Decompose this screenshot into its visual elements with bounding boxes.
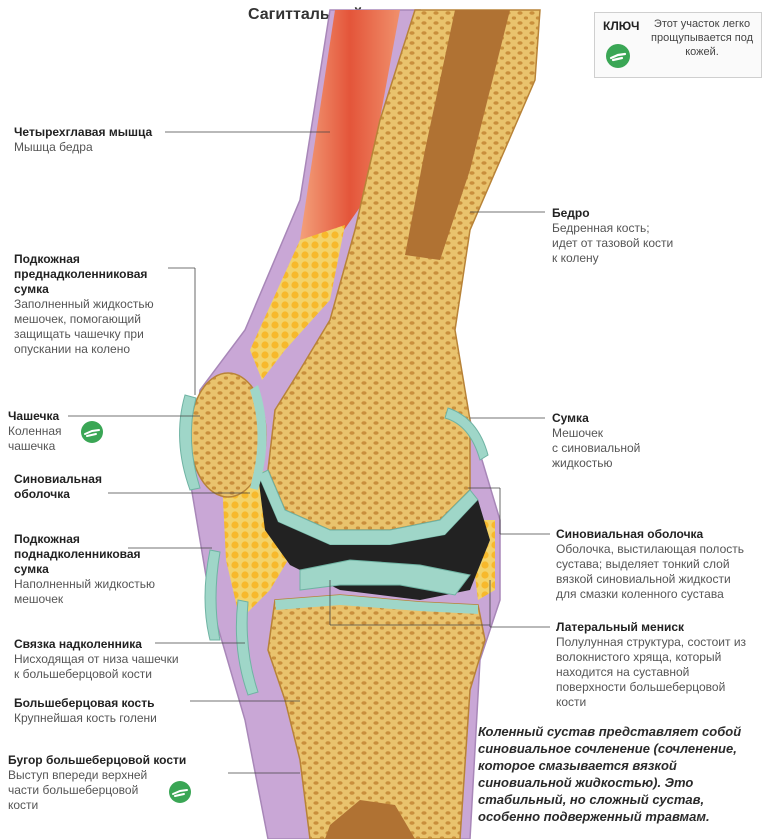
label-synovial-membrane-left: Синовиальная оболочка xyxy=(14,472,102,501)
label-bursa: Сумка Мешочек с синовиальной жидкостью xyxy=(552,411,641,470)
label-infrapatellar-bursa: Подкожная поднадколенниковая сумка Напол… xyxy=(14,532,156,606)
tibia-marrow xyxy=(325,800,415,839)
hand-touch-icon xyxy=(606,44,630,68)
fat-pad-upper xyxy=(250,225,345,380)
infrapatellar-bursa xyxy=(204,549,221,641)
label-patellar-ligament: Связка надколенника Нисходящая от низа ч… xyxy=(14,637,179,681)
quadriceps-muscle xyxy=(300,10,400,250)
key-label: КЛЮЧ xyxy=(603,19,640,33)
label-prepatellar-bursa: Подкожная преднадколенниковая сумка Запо… xyxy=(14,252,154,356)
femur-marrow xyxy=(405,10,510,260)
tibia-cartilage xyxy=(275,595,478,614)
label-lateral-meniscus: Латеральный мениск Полулунная структура,… xyxy=(556,620,747,709)
hand-touch-icon xyxy=(81,421,103,443)
meniscus xyxy=(299,559,471,596)
label-quadriceps: Четырехглавая мышца Мышца бедра xyxy=(14,125,153,154)
leader-lines xyxy=(68,131,550,774)
ligament-bursa xyxy=(235,599,259,696)
hand-touch-icon xyxy=(169,781,191,803)
key-text: Этот участок легко прощупывается под кож… xyxy=(651,18,753,58)
tibia-bone xyxy=(267,594,486,839)
prepatellar-bursa xyxy=(179,394,201,491)
patella-cartilage xyxy=(250,385,267,490)
label-tibial-tuberosity: Бугор большеберцовой кости Выступ вперед… xyxy=(8,753,187,812)
summary-note: Коленный сустав представляет собой синов… xyxy=(478,724,742,824)
label-synovial-membrane-right: Синовиальная оболочка Оболочка, выстилаю… xyxy=(556,527,744,601)
posterior-bursa xyxy=(444,407,489,461)
label-femur: Бедро Бедренная кость; идет от тазовой к… xyxy=(552,206,674,265)
key-box: КЛЮЧ Этот участок легко прощупывается по… xyxy=(594,12,762,78)
label-patella: Чашечка Коленная чашечка xyxy=(8,409,62,453)
label-tibia: Большеберцовая кость Крупнейшая кость го… xyxy=(14,696,157,725)
